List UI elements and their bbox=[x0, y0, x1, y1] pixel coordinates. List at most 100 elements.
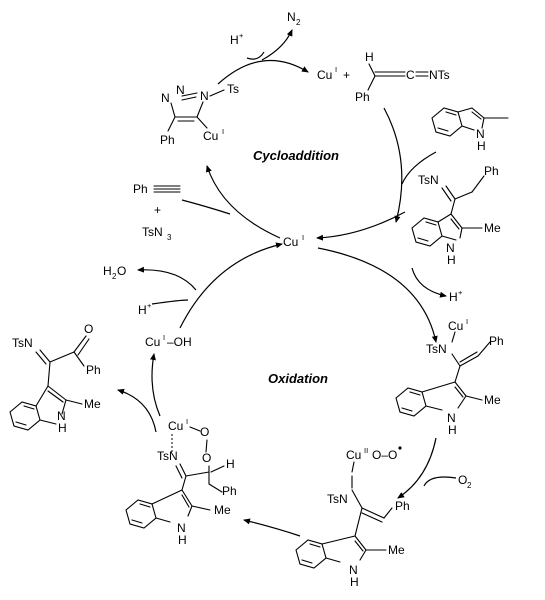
svg-text:Ph: Ph bbox=[160, 133, 175, 147]
svg-text:+: + bbox=[147, 301, 152, 310]
svg-text:TsN: TsN bbox=[418, 173, 439, 187]
svg-text:O: O bbox=[84, 322, 93, 336]
svg-text:I: I bbox=[335, 65, 337, 74]
arrow-amidine-to-cu bbox=[316, 211, 406, 241]
proton-released: H + bbox=[449, 288, 463, 304]
svg-text:H: H bbox=[365, 50, 374, 64]
svg-text:H: H bbox=[230, 33, 239, 47]
oxidation-label: Oxidation bbox=[268, 371, 328, 386]
svg-text:–OH: –OH bbox=[167, 335, 192, 349]
svg-text:Me: Me bbox=[388, 543, 405, 557]
svg-text:N: N bbox=[349, 563, 358, 577]
svg-text:TsN: TsN bbox=[426, 342, 447, 356]
arrow-cuoh-to-cu bbox=[179, 242, 283, 329]
copper-hydroxide: Cu I –OH bbox=[145, 333, 192, 349]
arrow-peroxo-to-dioxetane bbox=[243, 518, 301, 537]
svg-text:N: N bbox=[446, 241, 455, 255]
svg-text:H: H bbox=[58, 421, 67, 435]
svg-text:Me: Me bbox=[484, 221, 501, 235]
svg-text:Me: Me bbox=[484, 393, 501, 407]
svg-text:H: H bbox=[449, 290, 458, 304]
copper-dioxetane-intermediate: Cu I O O TsN H Ph Me N H bbox=[125, 417, 237, 547]
svg-text:H: H bbox=[350, 575, 359, 589]
ketenimine: H C NTs Ph bbox=[355, 50, 450, 104]
svg-text:O–O: O–O bbox=[372, 448, 397, 462]
svg-text:N: N bbox=[161, 91, 170, 105]
arrow-dioxetane-to-product bbox=[117, 388, 157, 433]
n2-release: N 2 bbox=[287, 10, 301, 27]
svg-text:Cu: Cu bbox=[448, 319, 463, 333]
reagents-alkyne-azide: Ph + TsN 3 bbox=[133, 182, 181, 242]
copper-enamide: Cu I TsN Ph Me N H bbox=[395, 317, 504, 437]
svg-text:Cu: Cu bbox=[145, 335, 160, 349]
arrow-cu-to-enamide bbox=[317, 247, 438, 343]
top-cu-catalyst: Cu I + bbox=[317, 65, 350, 82]
svg-text:I: I bbox=[222, 127, 224, 136]
svg-text:NTs: NTs bbox=[429, 68, 450, 82]
oxygen-reagent: O 2 bbox=[458, 473, 472, 490]
svg-text:+: + bbox=[154, 203, 161, 217]
svg-text:Ph: Ph bbox=[489, 334, 504, 348]
ketoamidine-product: TsN O Ph Me N H bbox=[9, 322, 101, 435]
svg-text:2: 2 bbox=[112, 272, 117, 281]
svg-text:Cu: Cu bbox=[283, 235, 298, 249]
svg-text:O: O bbox=[458, 473, 467, 487]
svg-text:Cu: Cu bbox=[203, 129, 218, 143]
svg-text:N: N bbox=[177, 521, 186, 535]
svg-text:H: H bbox=[178, 533, 187, 547]
svg-text:H: H bbox=[477, 139, 486, 153]
svg-text:TsN: TsN bbox=[327, 492, 348, 506]
svg-text:+: + bbox=[343, 68, 350, 82]
svg-text:Me: Me bbox=[214, 503, 231, 517]
svg-text:+: + bbox=[239, 31, 244, 40]
svg-text:N: N bbox=[476, 127, 485, 141]
center-cu-catalyst: Cu I bbox=[283, 233, 304, 249]
svg-text:3: 3 bbox=[167, 233, 172, 242]
svg-text:Ph: Ph bbox=[222, 484, 237, 498]
svg-text:Ph: Ph bbox=[355, 90, 370, 104]
svg-text:O: O bbox=[117, 264, 126, 278]
arrow-proton-out bbox=[411, 267, 447, 298]
proton-added: H + bbox=[138, 301, 152, 317]
arrow-triazole-to-ketenimine bbox=[217, 59, 309, 85]
svg-text:H: H bbox=[138, 303, 147, 317]
arrow-cu-to-triazole bbox=[206, 165, 281, 239]
top-proton: H + bbox=[230, 31, 244, 47]
svg-text:Ph: Ph bbox=[395, 499, 410, 513]
svg-text:H: H bbox=[448, 423, 457, 437]
svg-text:Cu: Cu bbox=[317, 68, 332, 82]
water-released: H 2 O bbox=[103, 264, 126, 281]
svg-text:I: I bbox=[302, 233, 304, 242]
svg-text:I: I bbox=[163, 333, 165, 342]
svg-text:Cu: Cu bbox=[346, 448, 361, 462]
svg-text:N: N bbox=[176, 83, 185, 97]
svg-text:I: I bbox=[466, 317, 468, 326]
svg-text:TsN: TsN bbox=[142, 225, 163, 239]
copper-peroxo-intermediate: Cu II O–O TsN Ph Me N H bbox=[295, 446, 410, 589]
svg-text:+: + bbox=[458, 288, 463, 297]
svg-text:H: H bbox=[103, 264, 112, 278]
svg-text:H: H bbox=[447, 253, 456, 267]
indole-2-methyl: N H bbox=[431, 107, 509, 153]
svg-text:2: 2 bbox=[296, 18, 301, 27]
svg-text:TsN: TsN bbox=[12, 336, 33, 350]
svg-text:O: O bbox=[202, 451, 211, 465]
cycloaddition-label: Cycloaddition bbox=[253, 148, 339, 163]
svg-text:2: 2 bbox=[467, 481, 472, 490]
triazolyl-copper: N N N Ts Ph Cu I bbox=[160, 82, 239, 147]
svg-text:Ts: Ts bbox=[227, 82, 239, 96]
svg-text:C: C bbox=[406, 68, 415, 82]
svg-text:Ph: Ph bbox=[484, 164, 499, 178]
arrow-ketenimine-to-amidine bbox=[383, 107, 403, 223]
svg-text:II: II bbox=[364, 446, 368, 455]
arrow-water-release bbox=[137, 266, 197, 291]
svg-text:H: H bbox=[226, 457, 235, 471]
arrow-n2-release bbox=[261, 29, 293, 61]
arrow-enamide-to-peroxo bbox=[397, 437, 437, 499]
svg-text:I: I bbox=[186, 417, 188, 426]
svg-text:Cu: Cu bbox=[168, 419, 183, 433]
svg-text:N: N bbox=[447, 411, 456, 425]
svg-text:O: O bbox=[200, 425, 209, 439]
svg-text:N: N bbox=[57, 409, 66, 423]
